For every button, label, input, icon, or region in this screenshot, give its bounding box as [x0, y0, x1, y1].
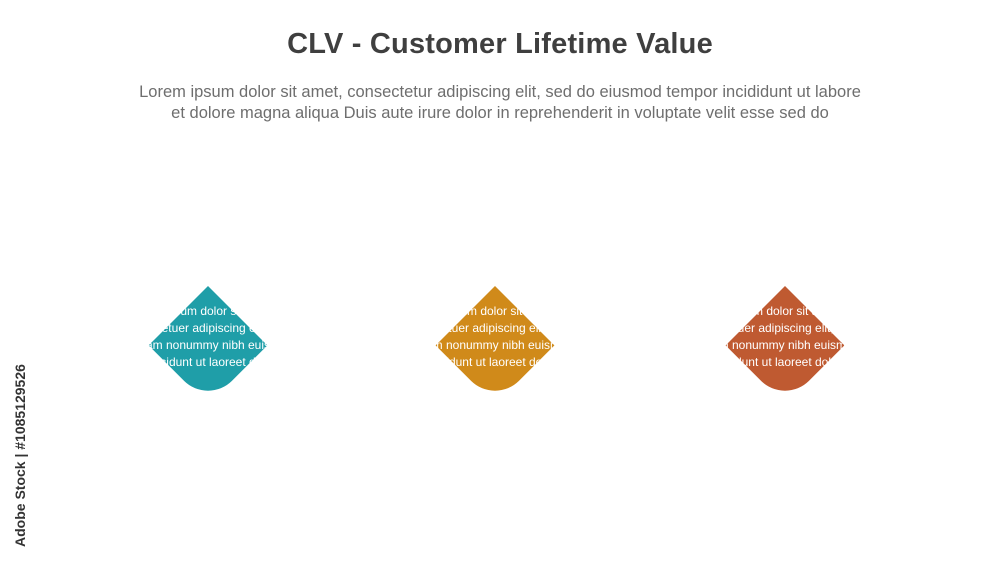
desc-line: diam nonummy nibh euismod	[702, 338, 860, 352]
letter-v: V	[766, 197, 804, 257]
desc-line: tincidunt ut laoreet dolore	[147, 355, 283, 369]
letter-c: C	[188, 197, 228, 257]
page-subtitle: Lorem ipsum dolor sit amet, consectetur …	[40, 82, 960, 124]
label-lifetime: Lifetime	[466, 259, 532, 278]
desc-line: sectetuer adipiscing elit, sed	[419, 321, 571, 335]
desc-line: sectetuer adipiscing elit, sed	[705, 321, 857, 335]
people-group-icon	[180, 402, 242, 461]
letter-l: L	[478, 197, 512, 257]
desc-lifetime: Lorem ipsum dolor sit amet, con- sectetu…	[395, 303, 595, 371]
desc-line: Lorem ipsum dolor sit amet, con-	[127, 304, 303, 318]
desc-line: diam nonummy nibh euismod	[136, 338, 294, 352]
desc-line: diam nonummy nibh euismod	[416, 338, 574, 352]
desc-line: tincidunt ut laoreet dolore	[713, 355, 849, 369]
desc-line: Lorem ipsum dolor sit amet, con-	[693, 304, 869, 318]
stock-watermark: Adobe Stock | #1085129526	[10, 315, 30, 555]
watermark-text: Adobe Stock | #1085129526	[12, 364, 28, 547]
diamond-customer	[103, 286, 313, 391]
desc-line: sectetuer adipiscing elit, sed	[139, 321, 291, 335]
desc-line: Lorem ipsum dolor sit amet, con-	[407, 304, 583, 318]
diamond-customer-top	[103, 286, 313, 391]
dollar-coin-icon: $	[748, 405, 818, 471]
stopwatch-icon	[457, 401, 531, 476]
svg-text:$: $	[779, 430, 788, 447]
subtitle-line-2: et dolore magna aliqua Duis aute irure d…	[171, 104, 829, 122]
desc-line: tincidunt ut laoreet dolore	[427, 355, 563, 369]
desc-value: Lorem ipsum dolor sit amet, con- sectetu…	[681, 303, 881, 371]
diamond-lifetime-top	[390, 286, 600, 391]
diamond-lifetime	[390, 286, 600, 391]
page-title: CLV - Customer Lifetime Value	[287, 28, 713, 60]
label-value: Value	[764, 259, 810, 278]
subtitle-line-1: Lorem ipsum dolor sit amet, consectetur …	[139, 83, 861, 101]
desc-customer: Lorem ipsum dolor sit amet, con- sectetu…	[115, 303, 315, 371]
label-customer: Customer	[176, 259, 256, 278]
